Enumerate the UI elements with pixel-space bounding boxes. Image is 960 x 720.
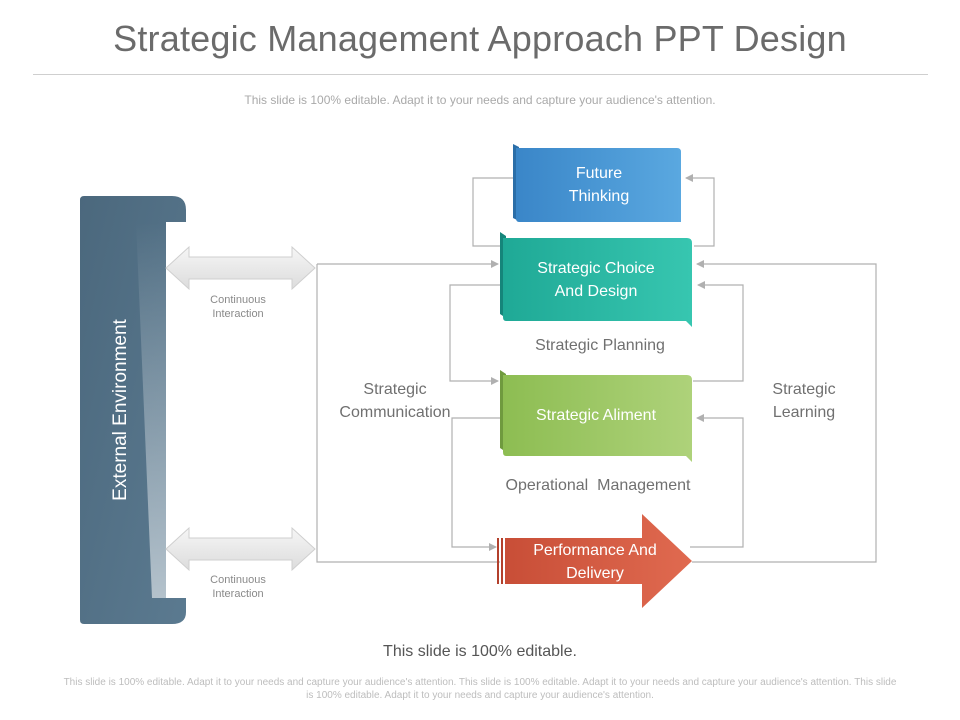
double-arrow-bottom (165, 526, 316, 572)
strategic-aliment-shape (500, 370, 692, 462)
external-environment-text: External Environment (110, 319, 131, 501)
connector-operational-left (451, 417, 501, 551)
footer-text: This slide is 100% editable. Adapt it to… (63, 677, 897, 701)
strategic-learning-label: Strategic Learning (772, 381, 836, 421)
strategic-choice-shape (500, 232, 692, 327)
title-divider (33, 74, 928, 75)
slide-subtitle: This slide is 100% editable. Adapt it to… (244, 93, 716, 107)
continuous-interaction-bottom-label: Continuous Interaction (210, 574, 266, 600)
future-thinking-box: Future Thinking (568, 165, 630, 205)
connector-future-right (685, 174, 715, 247)
connector-future-left (472, 177, 513, 247)
strategic-communication-label: Strategic Communication (339, 381, 451, 421)
strategic-planning-label: Strategic Planning (535, 337, 665, 354)
future-thinking-shape (513, 144, 681, 222)
external-environment-banner (80, 196, 186, 624)
connector-right-outer (692, 260, 877, 563)
double-arrow-top (165, 245, 316, 291)
editable-note: This slide is 100% editable. (383, 643, 577, 660)
operational-management-label: Operational Management (505, 477, 691, 494)
performance-arrow-shape (497, 514, 692, 608)
connector-left-outer (316, 264, 500, 563)
connector-planning-left (449, 284, 501, 385)
slide-title: Strategic Management Approach PPT Design (113, 18, 847, 59)
connector-planning-right (693, 281, 744, 382)
strategic-aliment-box: Strategic Aliment (535, 406, 657, 424)
continuous-interaction-top-label: Continuous Interaction (210, 294, 266, 320)
strategic-choice-box: Strategic Choice And Design (537, 260, 655, 300)
performance-delivery-box: Performance And Delivery (533, 542, 657, 582)
connector-operational-right (690, 414, 744, 548)
